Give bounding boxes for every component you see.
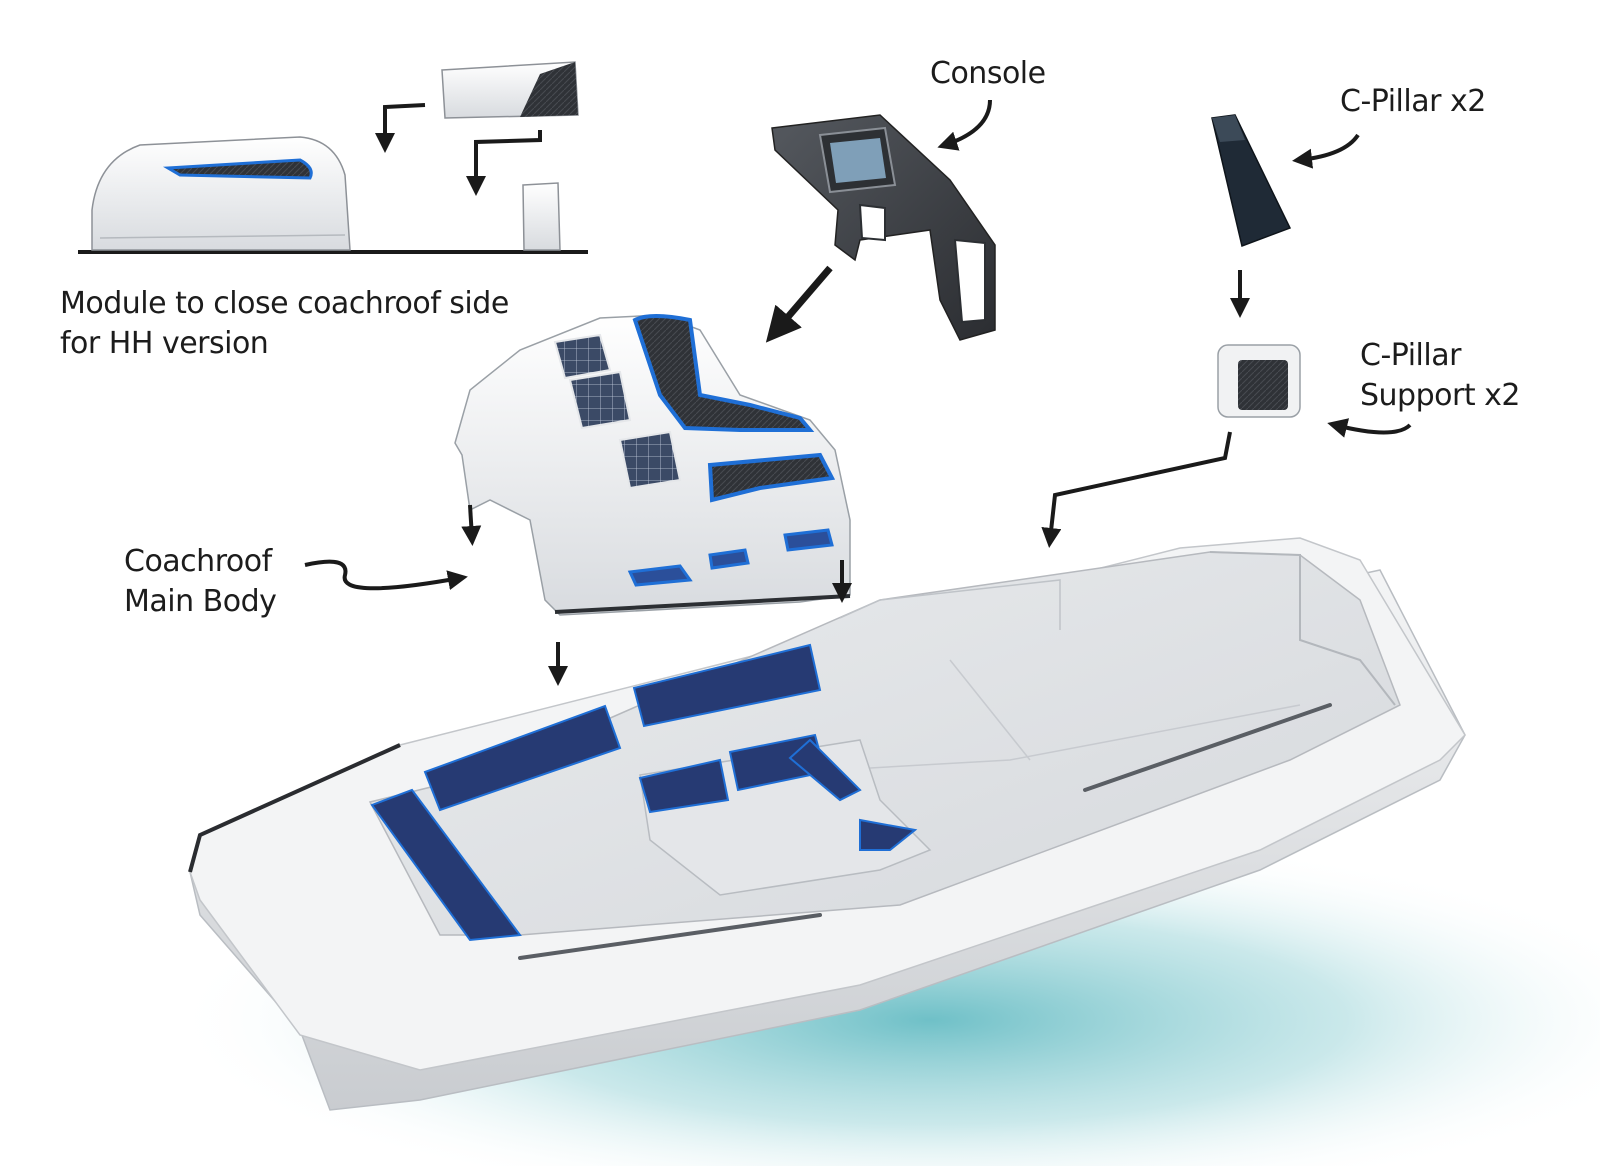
c-pillar-pointer-arrow: [1292, 133, 1360, 169]
coachroof-main-body-part: [304, 314, 852, 686]
support-assembly-arrow: [1041, 431, 1232, 548]
cushion-center-side: [788, 738, 862, 802]
cushion-side-1: [423, 704, 622, 812]
support-pointer-arrow: [1327, 418, 1412, 438]
coachroof-label-line-1: Coachroof: [124, 544, 272, 579]
module-arrow-2: [466, 130, 542, 196]
cushion-center-back: [638, 758, 730, 814]
console-assembly-arrow: [765, 265, 833, 343]
c-pillar-support-label-line-2: Support x2: [1360, 378, 1520, 413]
console-pointer-arrow: [937, 99, 992, 151]
c-pillar-support-label-line-1: C-Pillar: [1360, 338, 1461, 373]
cushion-side-2: [632, 643, 822, 728]
c-pillar-label: C-Pillar x2: [1340, 82, 1486, 122]
console-label-text: Console: [930, 56, 1046, 91]
c-pillar-part: [1211, 114, 1360, 318]
module-label: Module to close coachroof side for HH ve…: [60, 284, 509, 364]
coachroof-arrow-left: [461, 504, 482, 546]
c-pillar-label-text: C-Pillar x2: [1340, 84, 1486, 119]
handrail-port: [518, 913, 822, 960]
module-label-line-2: for HH version: [60, 326, 269, 361]
module-label-line-1: Module to close coachroof side: [60, 286, 509, 321]
rubrail: [188, 743, 401, 873]
cushion-center-end: [859, 818, 918, 851]
cushion-aft-left: [370, 788, 522, 942]
handrail-starboard: [1083, 703, 1332, 792]
coachroof-side-module-illustration: [78, 61, 588, 254]
coachroof-label: Coachroof Main Body: [124, 542, 277, 622]
module-arrow-1: [375, 103, 426, 153]
coachroof-label-line-2: Main Body: [124, 584, 277, 619]
boat-hull: [188, 537, 1466, 1111]
console-label: Console: [930, 54, 1046, 94]
c-pillar-support-part: [1041, 344, 1412, 548]
c-pillar-support-label: C-Pillar Support x2: [1360, 336, 1520, 416]
coachroof-pointer-arrow: [304, 559, 468, 591]
console-part: [765, 99, 996, 343]
